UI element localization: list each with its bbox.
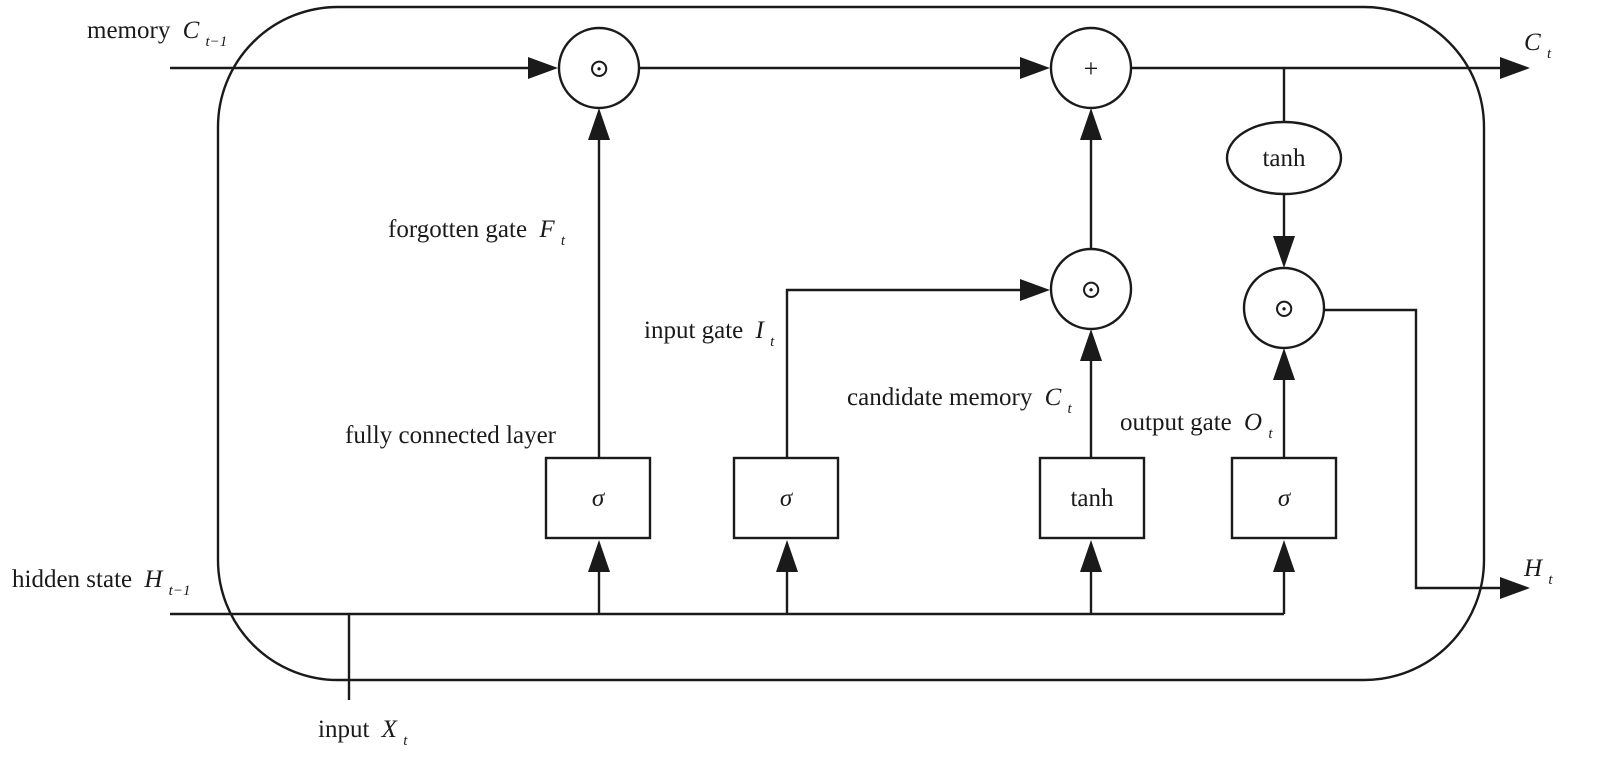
tanh-cell-label: tanh bbox=[1262, 145, 1306, 172]
input-gate-sub: t bbox=[770, 334, 775, 350]
candidate-text: candidate memory bbox=[847, 384, 1033, 411]
forget-gate-label: forgotten gate F t bbox=[388, 216, 566, 249]
add-symbol: + bbox=[1084, 54, 1099, 83]
hidden-out-label: H t bbox=[1523, 555, 1553, 588]
arrow-memory-to-forget-mul bbox=[528, 57, 558, 79]
memory-out-sub: t bbox=[1547, 46, 1552, 62]
hidden-in-text: hidden state bbox=[12, 566, 132, 593]
memory-in-var: C bbox=[183, 17, 200, 44]
arrow-output-gate-up bbox=[1273, 348, 1295, 380]
input-gate-var: I bbox=[755, 317, 766, 344]
forget-gate-var: F bbox=[538, 216, 555, 243]
arrow-bus-output bbox=[1273, 540, 1295, 572]
output-act-label: σ bbox=[1278, 485, 1292, 512]
forget-act-label: σ bbox=[592, 485, 606, 512]
output-gate-sub: t bbox=[1268, 426, 1273, 442]
arrow-input-gate bbox=[1020, 279, 1050, 301]
input-gate-label: input gate I t bbox=[644, 317, 775, 350]
hidden-in-label: hidden state H t−1 bbox=[12, 566, 190, 599]
input-x-label: input X t bbox=[318, 716, 408, 749]
output-mul-symbol: ⊙ bbox=[1273, 294, 1295, 323]
hidden-out-sub: t bbox=[1548, 572, 1553, 588]
candidate-label: candidate memory C t bbox=[847, 384, 1073, 417]
arrow-tanh-down bbox=[1273, 236, 1295, 268]
hidden-in-sub: t−1 bbox=[169, 583, 191, 599]
arrow-memory-out bbox=[1500, 57, 1530, 79]
arrow-bus-input bbox=[776, 540, 798, 572]
output-gate-label: output gate O t bbox=[1120, 409, 1273, 442]
memory-in-label: memory C t−1 bbox=[87, 17, 227, 50]
fc-layer-label: fully connected layer bbox=[345, 422, 557, 449]
input-act-label: σ bbox=[780, 485, 794, 512]
candidate-act-label: tanh bbox=[1070, 485, 1114, 512]
input-x-sub: t bbox=[403, 733, 408, 749]
hidden-out-var: H bbox=[1523, 555, 1544, 582]
candidate-sub: t bbox=[1068, 401, 1073, 417]
hidden-in-var: H bbox=[143, 566, 164, 593]
output-gate-var: O bbox=[1244, 409, 1262, 436]
arrow-candidate-up bbox=[1080, 329, 1102, 361]
cell-boundary bbox=[216, 5, 1486, 682]
arrow-hidden-out bbox=[1500, 577, 1530, 599]
forget-mul-symbol: ⊙ bbox=[588, 54, 610, 83]
hidden-out-line bbox=[1324, 308, 1502, 590]
arrow-bus-forget bbox=[588, 540, 610, 572]
arrow-forget-gate-up bbox=[588, 108, 610, 140]
input-x-text: input bbox=[318, 716, 369, 743]
output-act-box bbox=[1230, 456, 1338, 540]
forget-act-box bbox=[544, 456, 652, 540]
forget-gate-text: forgotten gate bbox=[388, 216, 527, 243]
input-act-box bbox=[732, 456, 840, 540]
candidate-var: C bbox=[1045, 384, 1062, 411]
memory-out-var: C bbox=[1524, 29, 1541, 56]
output-gate-text: output gate bbox=[1120, 409, 1232, 436]
arrow-to-add bbox=[1020, 57, 1050, 79]
arrow-bus-candidate bbox=[1080, 540, 1102, 572]
memory-out-label: C t bbox=[1524, 29, 1552, 62]
input-mul-symbol: ⊙ bbox=[1080, 275, 1102, 304]
memory-in-sub: t−1 bbox=[206, 34, 228, 50]
candidate-act-box bbox=[1038, 456, 1146, 540]
arrow-to-add-up bbox=[1080, 108, 1102, 140]
input-gate-line bbox=[785, 288, 1022, 458]
forget-gate-sub: t bbox=[561, 233, 566, 249]
input-x-var: X bbox=[381, 716, 399, 743]
memory-in-text: memory bbox=[87, 17, 171, 44]
input-gate-text: input gate bbox=[644, 317, 743, 344]
